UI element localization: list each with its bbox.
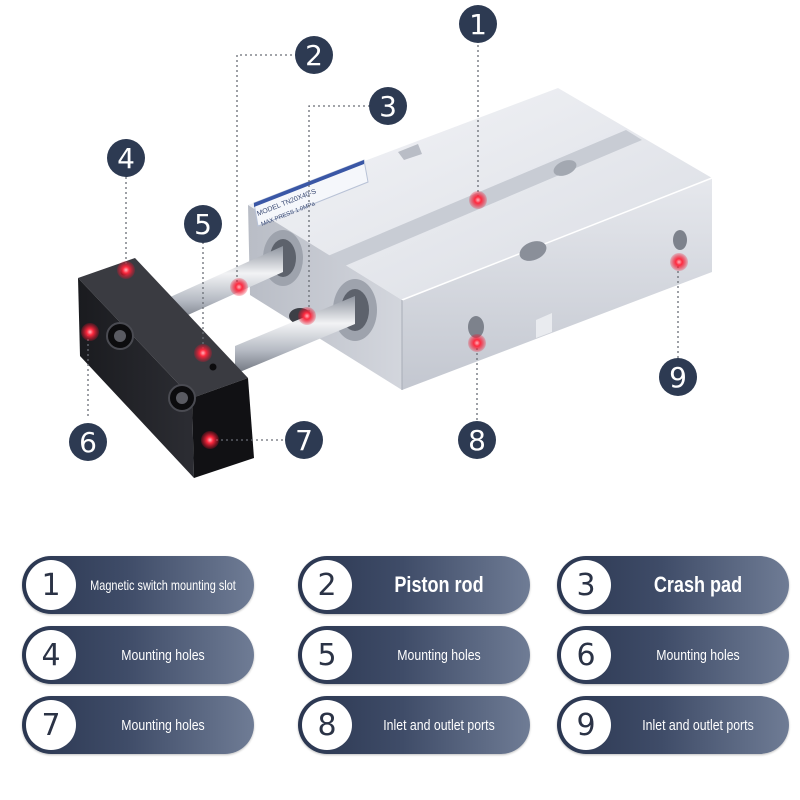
svg-text:6: 6 xyxy=(79,426,97,459)
piston-rod-lower xyxy=(235,296,355,374)
legend-item-1: 1 Magnetic switch mounting slot xyxy=(22,556,254,614)
cylinder-diagram: MODEL TN20X40-S MAX PRESS 1.0MPa xyxy=(69,5,713,478)
callout-6: 6 xyxy=(69,423,107,461)
svg-text:4: 4 xyxy=(117,142,135,175)
legend-number: 8 xyxy=(302,700,352,750)
svg-text:7: 7 xyxy=(295,424,313,457)
callout-5: 5 xyxy=(184,205,222,243)
legend-number: 1 xyxy=(26,560,76,610)
legend-item-7: 7 Mounting holes xyxy=(22,696,254,754)
legend-label: Mounting holes xyxy=(121,716,205,734)
legend-number: 7 xyxy=(26,700,76,750)
nameplate xyxy=(253,159,369,227)
mounting-plate-side xyxy=(192,378,254,478)
legend-item-6: 6 Mounting holes xyxy=(557,626,789,684)
callout-4: 4 xyxy=(107,139,145,177)
svg-text:8: 8 xyxy=(468,424,486,457)
legend-number: 6 xyxy=(561,630,611,680)
legend-item-5: 5 Mounting holes xyxy=(298,626,530,684)
piston-rod-upper xyxy=(168,246,283,324)
legend-label: Crash pad xyxy=(653,572,743,597)
legend-number: 3 xyxy=(561,560,611,610)
marker-2 xyxy=(230,278,248,296)
svg-text:2: 2 xyxy=(305,39,323,72)
callout-3: 3 xyxy=(369,87,407,125)
marker-1 xyxy=(469,191,487,209)
svg-text:3: 3 xyxy=(379,90,397,123)
svg-text:1: 1 xyxy=(469,8,487,41)
marker-8 xyxy=(468,334,486,352)
legend-number: 9 xyxy=(561,700,611,750)
legend-item-8: 8 Inlet and outlet ports xyxy=(298,696,530,754)
mounting-plate-front xyxy=(78,278,194,478)
legend-number: 4 xyxy=(26,630,76,680)
callout-1: 1 xyxy=(459,5,497,43)
legend-label: Mounting holes xyxy=(121,646,205,664)
svg-text:9: 9 xyxy=(669,361,687,394)
marker-7 xyxy=(201,431,219,449)
legend-label: Piston rod xyxy=(394,572,484,597)
marker-4 xyxy=(117,261,135,279)
svg-text:5: 5 xyxy=(194,208,212,241)
legend-label: Inlet and outlet ports xyxy=(642,716,754,734)
callout-badges: 1 2 3 4 5 6 7 8 9 xyxy=(69,5,697,461)
marker-6 xyxy=(81,323,99,341)
marker-5 xyxy=(194,344,212,362)
callout-7: 7 xyxy=(285,421,323,459)
legend-number: 2 xyxy=(302,560,352,610)
legend-number: 5 xyxy=(302,630,352,680)
legend-label: Mounting holes xyxy=(656,646,740,664)
legend-item-2: 2 Piston rod xyxy=(298,556,530,614)
callout-9: 9 xyxy=(659,358,697,396)
marker-3 xyxy=(298,307,316,325)
callout-2: 2 xyxy=(295,36,333,74)
red-markers xyxy=(81,191,688,449)
legend-item-4: 4 Mounting holes xyxy=(22,626,254,684)
marker-9 xyxy=(670,253,688,271)
legend-item-3: 3 Crash pad xyxy=(557,556,789,614)
legend-item-9: 9 Inlet and outlet ports xyxy=(557,696,789,754)
legend-label: Inlet and outlet ports xyxy=(383,716,495,734)
legend-label: Magnetic switch mounting slot xyxy=(90,577,236,593)
legend-label: Mounting holes xyxy=(397,646,481,664)
callout-8: 8 xyxy=(458,421,496,459)
mounting-plate-top xyxy=(78,258,248,398)
